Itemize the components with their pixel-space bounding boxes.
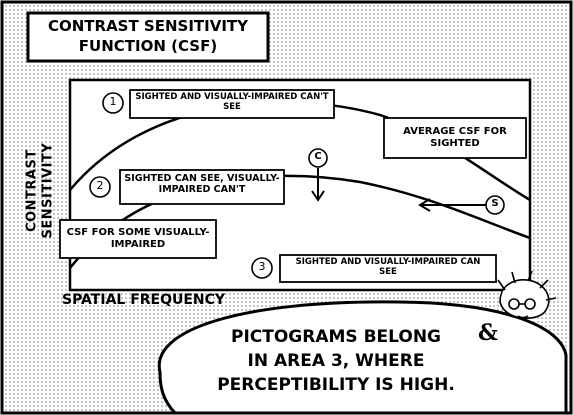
area-3-box — [279, 254, 497, 283]
area-1-box — [129, 89, 335, 119]
speech-line-3: perceptibility is high. — [217, 375, 455, 395]
character-sketch — [497, 270, 557, 319]
marker-s-letter: S — [491, 198, 499, 209]
ampersand-sweat-mark: & — [478, 320, 498, 346]
speech-line-2: in area 3, where — [247, 351, 425, 371]
impaired-curve-box — [59, 219, 217, 259]
area-2-number: 2 — [96, 179, 104, 192]
marker-c-circle — [308, 148, 328, 168]
area-1-circle — [102, 92, 124, 114]
title-box — [26, 11, 270, 63]
area-1-number: 1 — [109, 95, 117, 108]
area-3-label: Sighted and visually-impaired can see — [295, 257, 481, 278]
area-1-label: Sighted and visually-impaired can't see — [135, 92, 329, 113]
area-2-label: Sighted can see, visually-impaired can't — [124, 173, 280, 196]
sighted-curve-label: Average CSF for sighted — [403, 126, 507, 149]
marker-c-letter: C — [314, 151, 322, 162]
title-line-2: function (CSF) — [78, 37, 218, 55]
marker-c-arrow-head — [311, 190, 325, 202]
area-3-circle — [251, 257, 273, 279]
area-2-box — [119, 169, 285, 205]
title-line-1: Contrast sensitivity — [47, 17, 249, 35]
area-2-circle — [89, 176, 111, 198]
speech-line-1: Pictograms belong — [230, 327, 442, 347]
marker-s-arrow-head — [418, 198, 431, 212]
impaired-csf-curve — [69, 174, 531, 269]
area-3-number: 3 — [258, 260, 266, 273]
x-axis-label: Spatial frequency — [62, 292, 226, 308]
sighted-csf-curve — [69, 100, 531, 202]
speech-bubble — [157, 300, 568, 415]
y-axis-label: Contrast sensitivity — [24, 142, 55, 239]
sighted-curve-box — [383, 117, 527, 159]
impaired-curve-label: CSF for some visually-impaired — [66, 227, 210, 250]
